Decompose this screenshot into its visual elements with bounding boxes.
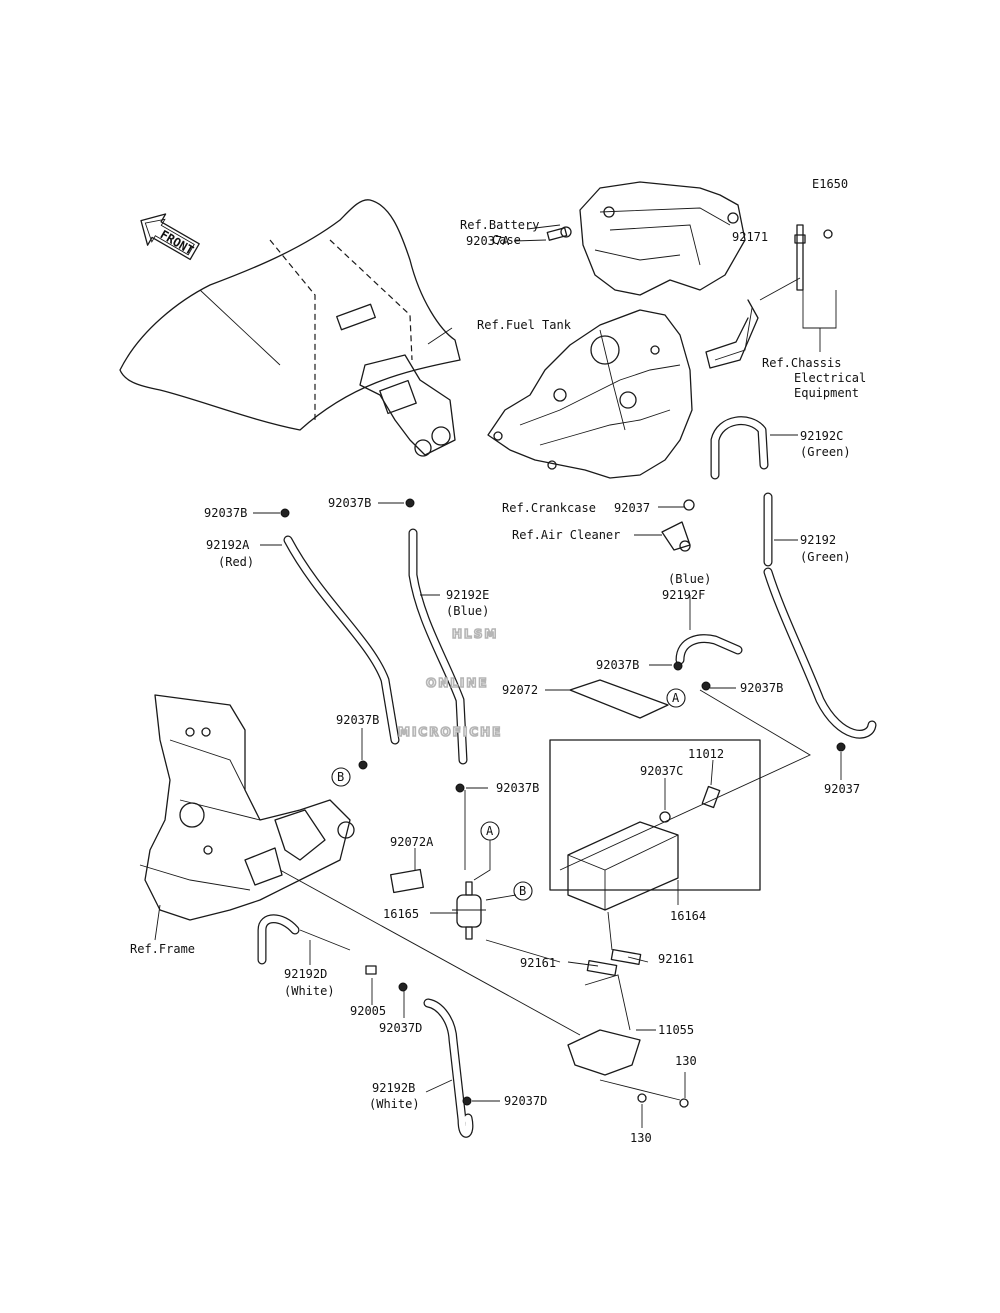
label-92161-b: 92161	[658, 952, 694, 966]
frame	[139, 694, 355, 921]
label-130-a: 130	[675, 1054, 697, 1068]
canister-16164	[549, 739, 761, 911]
label-92037D-2: 92037D	[504, 1094, 547, 1108]
label-92192F-color: (Blue)	[668, 572, 711, 586]
label-92161-a: 92161	[520, 956, 556, 970]
watermark-line-2: ONLINE	[426, 676, 489, 690]
label-92192A-color: (Red)	[218, 555, 254, 569]
callout-A-2: A	[480, 821, 500, 841]
label-11012: 11012	[688, 747, 724, 761]
label-ref-chassis-2: Electrical	[794, 371, 866, 385]
label-ref-fuel-tank: Ref.Fuel Tank	[477, 318, 572, 332]
diagram-code: E1650	[812, 177, 848, 191]
label-92192D: 92192D	[284, 967, 327, 981]
label-16165: 16165	[383, 907, 419, 921]
chassis-electrical-vent	[794, 224, 833, 291]
label-ref-chassis-1: Ref.Chassis	[762, 356, 841, 370]
crankcase	[487, 309, 693, 479]
callout-B-2: B	[513, 881, 533, 901]
label-92037D-1: 92037D	[379, 1021, 422, 1035]
label-92072: 92072	[502, 683, 538, 697]
plate-92072A	[390, 868, 424, 894]
label-130-b: 130	[630, 1131, 652, 1145]
label-92192E-color: (Blue)	[446, 604, 489, 618]
label-92037B-5: 92037B	[336, 713, 379, 727]
watermark-line-1: HLSM	[452, 627, 498, 641]
label-92192A: 92192A	[206, 538, 250, 552]
label-92037-right: 92037	[824, 782, 860, 796]
label-92037B-6: 92037B	[496, 781, 539, 795]
label-92037C: 92037C	[640, 764, 683, 778]
label-92192C: 92192C	[800, 429, 843, 443]
label-11055: 11055	[658, 1023, 694, 1037]
leader-lines	[154, 224, 842, 1128]
label-92192B-color: (White)	[369, 1097, 420, 1111]
hoses	[257, 416, 877, 1138]
label-92037B-1: 92037B	[204, 506, 247, 520]
svg-text:A: A	[672, 691, 680, 705]
label-ref-crankcase: Ref.Crankcase	[502, 501, 596, 515]
bracket-11055	[279, 869, 689, 1108]
air-cleaner-fitting	[661, 499, 695, 552]
label-ref-chassis-3: Equipment	[794, 386, 859, 400]
svg-text:A: A	[486, 824, 494, 838]
watermark-line-3: MICROFICHE	[398, 725, 502, 739]
label-92037B-2: 92037B	[328, 496, 371, 510]
label-92037A: 92037A	[466, 234, 510, 248]
front-label: FRONT	[158, 227, 196, 257]
svg-text:B: B	[519, 884, 526, 898]
label-92192-color: (Green)	[800, 550, 851, 564]
label-92037B-4: 92037B	[740, 681, 783, 695]
label-92192D-color: (White)	[284, 984, 335, 998]
label-ref-battery-2: Case	[492, 233, 521, 247]
label-92037-top: 92037	[614, 501, 650, 515]
svg-text:B: B	[337, 770, 344, 784]
label-92192E: 92192E	[446, 588, 489, 602]
callout-B-1: B	[331, 767, 351, 787]
label-92192B: 92192B	[372, 1081, 415, 1095]
label-92192F: 92192F	[662, 588, 705, 602]
label-92072A: 92072A	[390, 835, 434, 849]
fuel-filter-16165	[452, 881, 486, 940]
label-92192: 92192	[800, 533, 836, 547]
label-ref-air-cleaner: Ref.Air Cleaner	[512, 528, 620, 542]
label-92037B-3: 92037B	[596, 658, 639, 672]
label-92171: 92171	[732, 230, 768, 244]
part-labels: Ref.Battery Case 92037A 92171 Ref.Fuel T…	[130, 218, 866, 1145]
label-92005: 92005	[350, 1004, 386, 1018]
label-ref-frame: Ref.Frame	[130, 942, 195, 956]
plate-92072	[569, 679, 669, 719]
bracket-92171	[705, 299, 759, 369]
watermark: HLSM ONLINE MICROFICHE	[397, 626, 502, 740]
front-arrow-icon: FRONT	[140, 213, 200, 261]
callout-A-1: A	[666, 688, 686, 708]
battery-case	[546, 181, 746, 296]
label-92192C-color: (Green)	[800, 445, 851, 459]
label-16164: 16164	[670, 909, 706, 923]
fuel-tank	[119, 199, 461, 457]
label-ref-battery-1: Ref.Battery	[460, 218, 539, 232]
clamps	[280, 498, 846, 1106]
